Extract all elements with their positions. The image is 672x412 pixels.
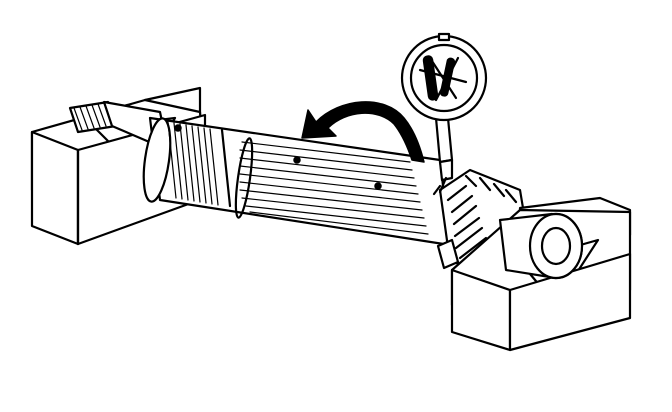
shaft [68, 100, 452, 247]
dial-indicator [400, 32, 488, 196]
curved-arrow-icon [301, 101, 425, 163]
left-spline [167, 121, 219, 206]
shaft-end-hub [498, 212, 584, 280]
center-spline [239, 141, 429, 235]
dial-face [418, 55, 468, 102]
